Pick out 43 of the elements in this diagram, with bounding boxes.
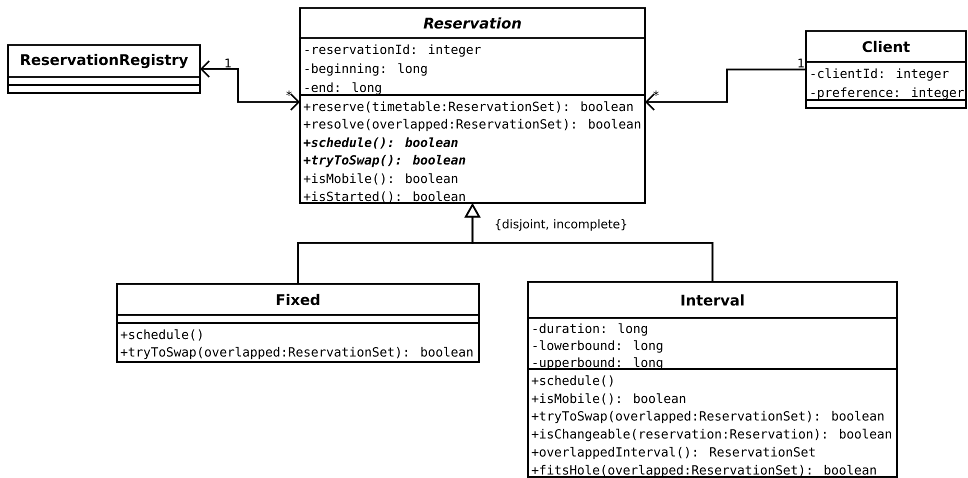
operation-text: +tryToSwap(): boolean bbox=[304, 154, 466, 168]
attribute-compartment bbox=[7, 76, 201, 86]
operation-text: +schedule() bbox=[532, 375, 613, 387]
attribute-compartment bbox=[805, 61, 967, 101]
attribute-text: -beginning: long bbox=[305, 63, 427, 76]
class-name: Fixed bbox=[276, 294, 320, 306]
attribute-compartment bbox=[299, 37, 646, 96]
multiplicity-label: 1 bbox=[798, 58, 804, 68]
operation-compartment bbox=[116, 322, 480, 363]
operation-text: +isStarted(): boolean bbox=[304, 191, 465, 203]
class-name: ReservationRegistry bbox=[21, 54, 188, 68]
attribute-text: -reservationId: integer bbox=[305, 44, 481, 57]
operation-text: +overlappedInterval(): ReservationSet bbox=[532, 446, 815, 460]
class-name: Client bbox=[862, 40, 910, 52]
operation-text: +schedule() bbox=[120, 329, 202, 341]
operation-compartment bbox=[805, 99, 967, 109]
operation-text: +reserve(timetable:ReservationSet): boolean bbox=[304, 101, 633, 113]
operation-compartment bbox=[299, 94, 646, 204]
association-arrow bbox=[200, 60, 300, 111]
operation-compartment bbox=[7, 84, 201, 94]
operation-compartment bbox=[527, 368, 898, 478]
attribute-text: -clientId: integer bbox=[811, 68, 949, 81]
attribute-text: -preference: integer bbox=[811, 87, 964, 100]
class-name: Reservation bbox=[424, 17, 521, 29]
operation-text: +tryToSwap(overlapped:ReservationSet): boolean bbox=[120, 346, 472, 360]
multiplicity-label: 1 bbox=[226, 58, 231, 68]
operation-text: +isChangeable(reservation:Reservation): boolean bbox=[532, 428, 892, 442]
attribute-text: -lowerbound: long bbox=[533, 340, 662, 353]
operation-text: +schedule(): boolean bbox=[304, 137, 458, 149]
multiplicity-label: * bbox=[653, 90, 659, 96]
operation-text: +tryToSwap(overlapped:ReservationSet): boolean bbox=[532, 410, 884, 424]
association-arrow bbox=[645, 68, 806, 111]
attribute-compartment bbox=[527, 317, 898, 370]
operation-text: +fitsHole(overlapped:ReservationSet): boolean bbox=[532, 464, 876, 478]
attribute-compartment bbox=[116, 314, 480, 324]
multiplicity-label: * bbox=[286, 90, 292, 96]
attribute-text: -end: long bbox=[305, 82, 381, 95]
operation-text: +isMobile(): boolean bbox=[532, 393, 686, 405]
attribute-text: -duration: long bbox=[533, 323, 647, 336]
operation-text: +resolve(overlapped:ReservationSet): boolean bbox=[304, 118, 640, 132]
operation-text: +isMobile(): boolean bbox=[304, 173, 458, 185]
constraint-label: {disjoint, incomplete} bbox=[496, 219, 626, 231]
class-name: Interval bbox=[682, 294, 744, 306]
